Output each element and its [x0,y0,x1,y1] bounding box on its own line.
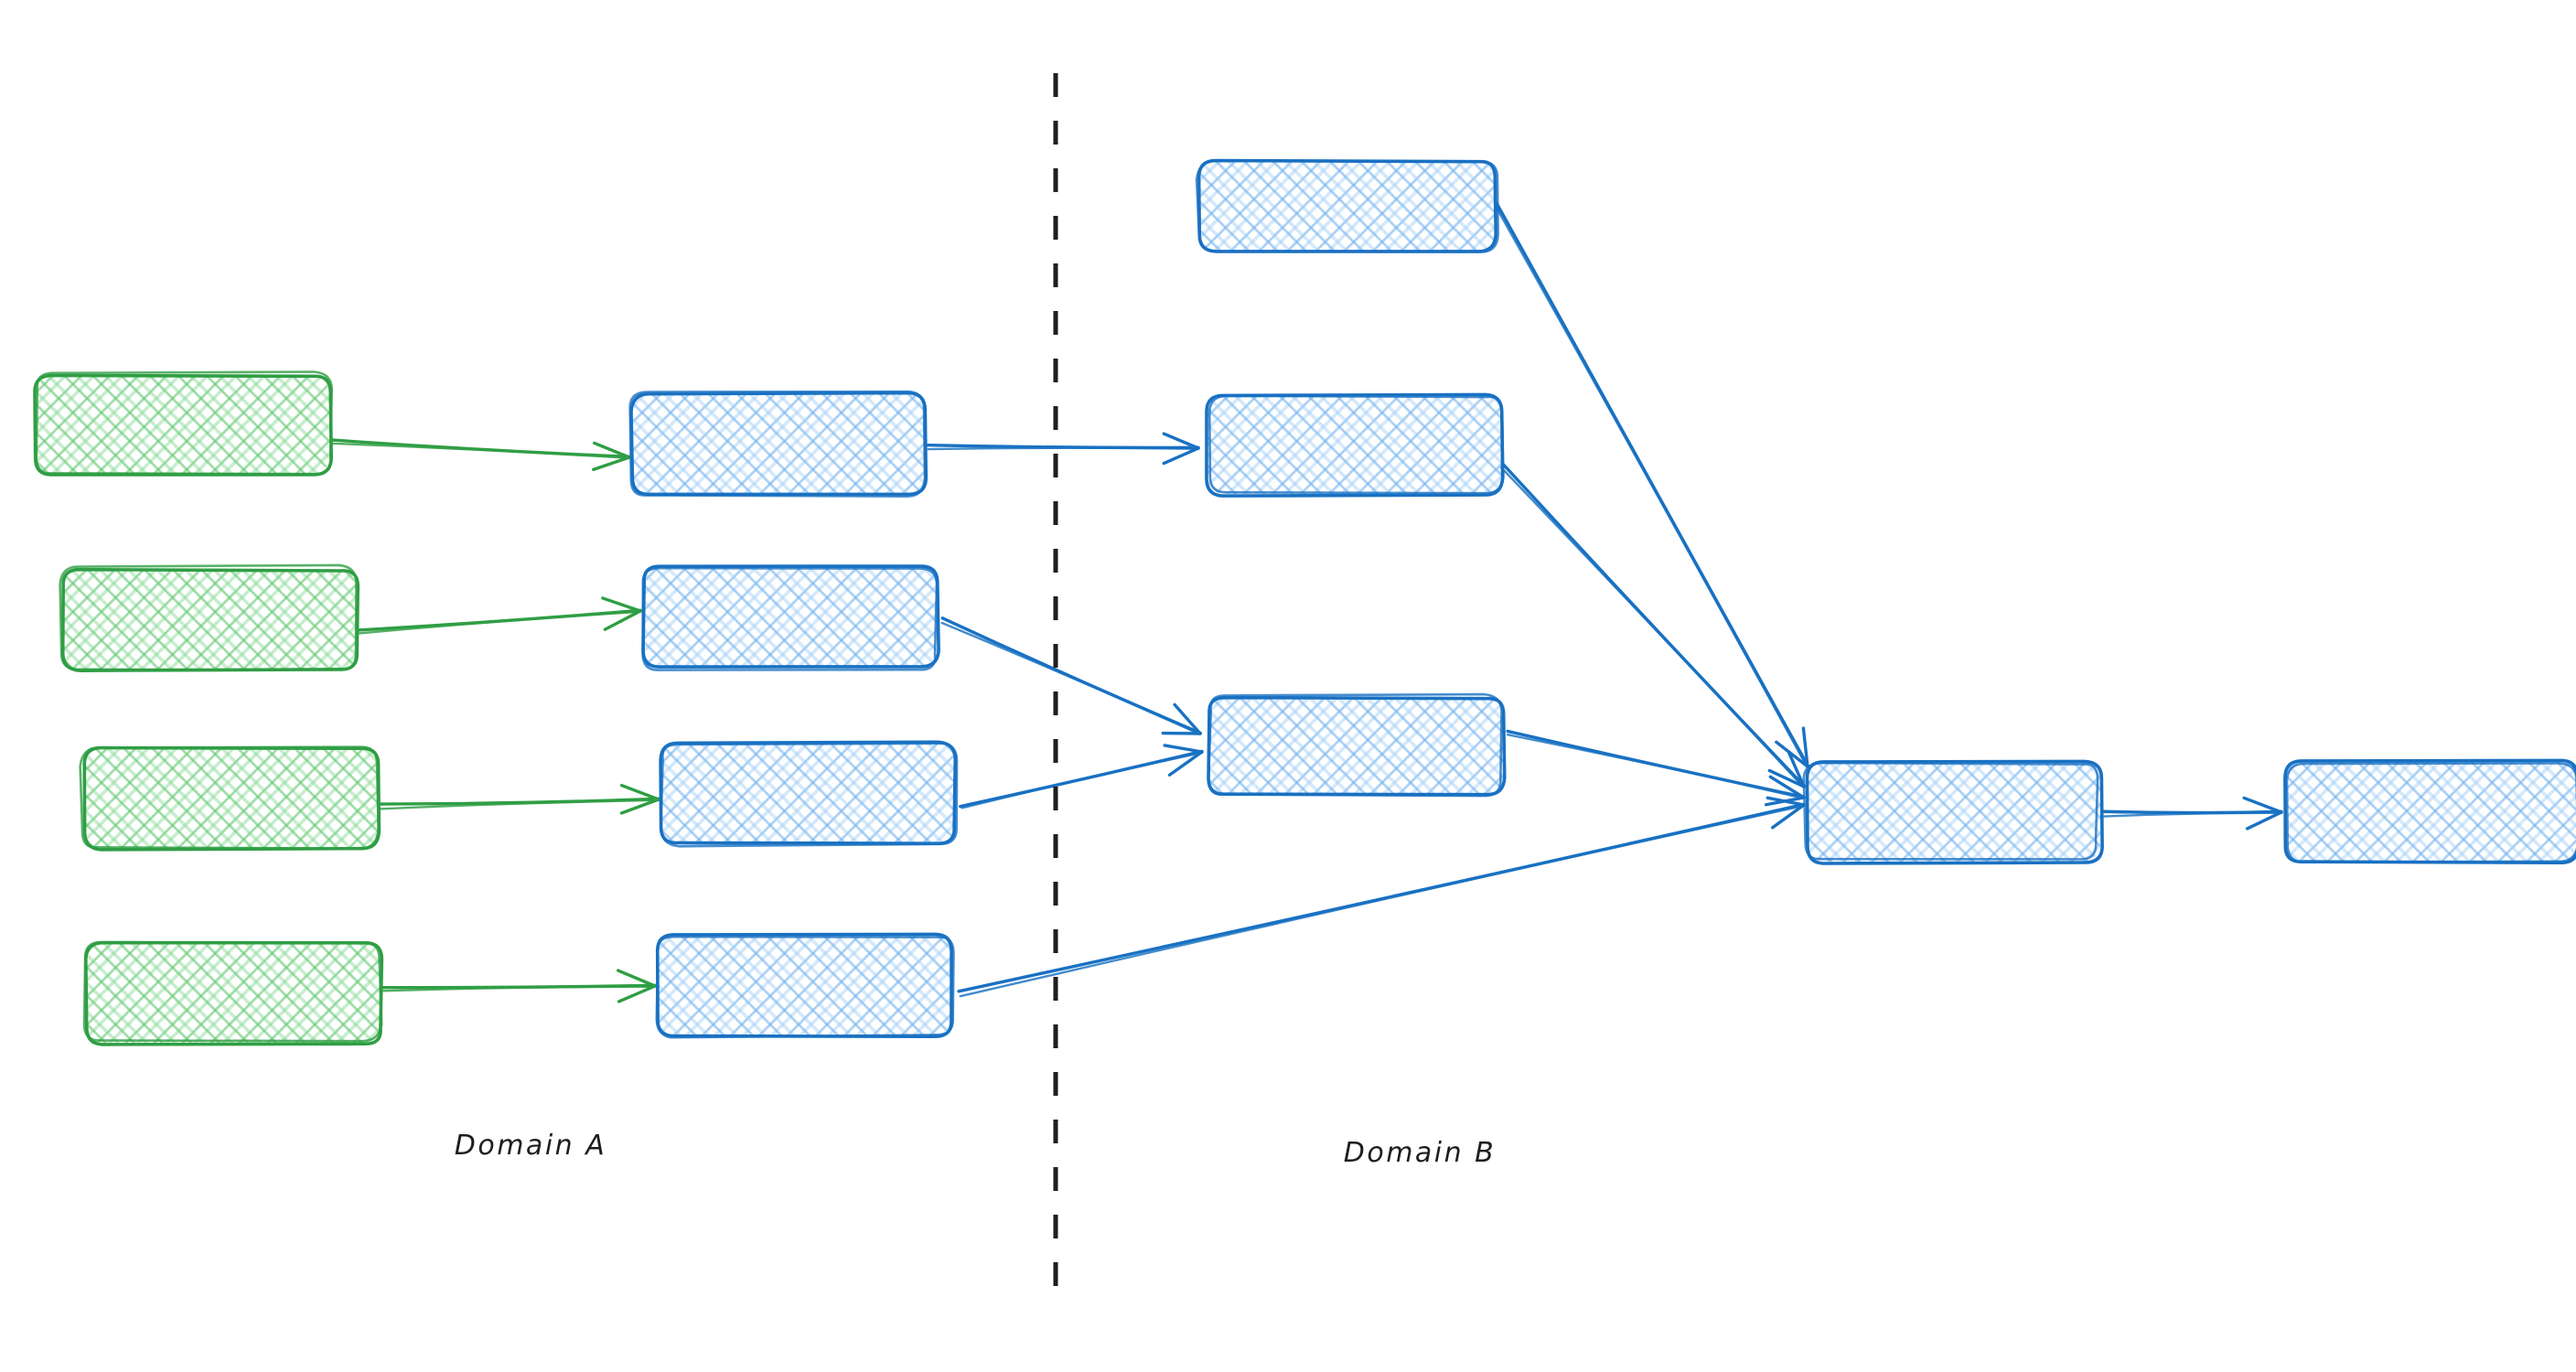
node-fill [657,935,951,1035]
edge-c3-d1 [1506,729,1806,807]
node-fill [86,942,381,1043]
arrowhead-barb-0 [1162,446,1200,466]
edge-line [1493,203,1809,768]
edge-line [961,751,1204,809]
edge-b2-c3 [940,616,1202,735]
edge-a1-b1 [329,438,631,472]
node-c3[interactable] [1207,692,1507,798]
node-fill [1209,697,1504,796]
node-b4[interactable] [655,932,955,1039]
edge-line [1499,466,1805,788]
node-fill [642,567,937,668]
node-b1[interactable] [628,390,928,498]
node-b3[interactable] [659,740,959,848]
edge-line [357,608,642,632]
arrowhead-barb-0 [1767,768,1806,788]
node-outline [2285,762,2576,863]
node-fill [2285,761,2576,862]
edge-line [382,985,657,992]
edge-line [927,446,1200,451]
node-outline [1805,759,2104,865]
node-d1[interactable] [1802,759,2104,865]
arrowhead-barb-1 [601,596,642,613]
node-outline [1802,761,2099,861]
node-b2[interactable] [641,564,940,671]
edge-a2-b2 [357,596,642,635]
arrowhead-barb-1 [619,783,660,801]
edge-a4-b4 [381,969,657,1003]
edge-line [1501,462,1807,788]
node-outline [641,566,939,671]
node-outline [35,370,334,476]
arrowhead-barb-1 [1173,702,1202,735]
arrowhead-barb-0 [1764,796,1806,807]
edge-line [378,799,660,810]
edge-c1-d1 [1493,201,1810,768]
arrowhead-barb-1 [2242,796,2283,814]
nodes-layer [33,158,2576,1046]
node-outline [1195,159,1499,253]
edge-b3-c3 [959,744,1204,809]
edge-b4-d1 [957,796,1806,998]
node-a1[interactable] [33,370,334,477]
edge-line [959,804,1806,998]
node-a2[interactable] [59,563,360,672]
node-outline [59,563,358,671]
edge-b1-c2 [926,432,1200,466]
arrowhead-barb-0 [2245,810,2283,831]
arrowhead-barb-0 [592,456,631,472]
node-fill [62,569,357,670]
edge-line [940,616,1202,735]
arrowhead-barb-0 [603,609,642,631]
node-outline [655,935,955,1039]
arrowhead-barb-0 [619,798,660,815]
node-outline [82,940,383,1043]
arrowhead-barb-1 [1787,750,1806,788]
node-fill [84,748,379,849]
node-outline [1207,692,1503,798]
node-outline [1208,394,1505,495]
node-fill [1808,761,2100,862]
arrowhead-barb-0 [617,984,657,1003]
edge-line [940,621,1201,735]
domain-a-label: Domain A [455,1130,606,1162]
edge-d1-e1 [2101,796,2283,831]
edge-line [329,442,631,459]
arrowhead-barb-1 [1801,726,1809,768]
arrowhead-barb-1 [1162,432,1200,450]
node-fill [631,393,926,494]
node-e1[interactable] [2283,758,2576,865]
node-outline [84,940,384,1046]
arrowhead-barb-1 [593,441,631,459]
edge-line [357,610,642,635]
edge-line [957,802,1806,993]
node-fill [1200,161,1495,252]
node-a3[interactable] [79,745,381,852]
arrowhead-barb-0 [1167,750,1204,777]
node-fill [660,743,955,843]
node-fill [1208,395,1502,494]
edge-a3-b3 [378,783,660,815]
node-outline [628,390,927,498]
edges-layer [329,201,2283,1003]
arrowhead-barb-0 [1775,740,1809,768]
node-c1[interactable] [1195,158,1499,253]
edge-c2-d1 [1499,462,1807,788]
node-c2[interactable] [1205,392,1505,498]
arrowhead-barb-1 [1768,775,1806,799]
arrowhead-barb-1 [617,969,657,988]
node-a4[interactable] [82,940,384,1046]
arrowhead-barb-1 [1163,744,1204,754]
edge-line [330,438,631,459]
edge-line [1506,734,1806,799]
node-fill [37,375,329,474]
edge-line [2102,811,2283,818]
arrowhead-barb-0 [1771,803,1806,830]
node-outline [660,742,959,848]
domain-b-label: Domain B [1344,1137,1497,1169]
node-outline [79,745,380,851]
